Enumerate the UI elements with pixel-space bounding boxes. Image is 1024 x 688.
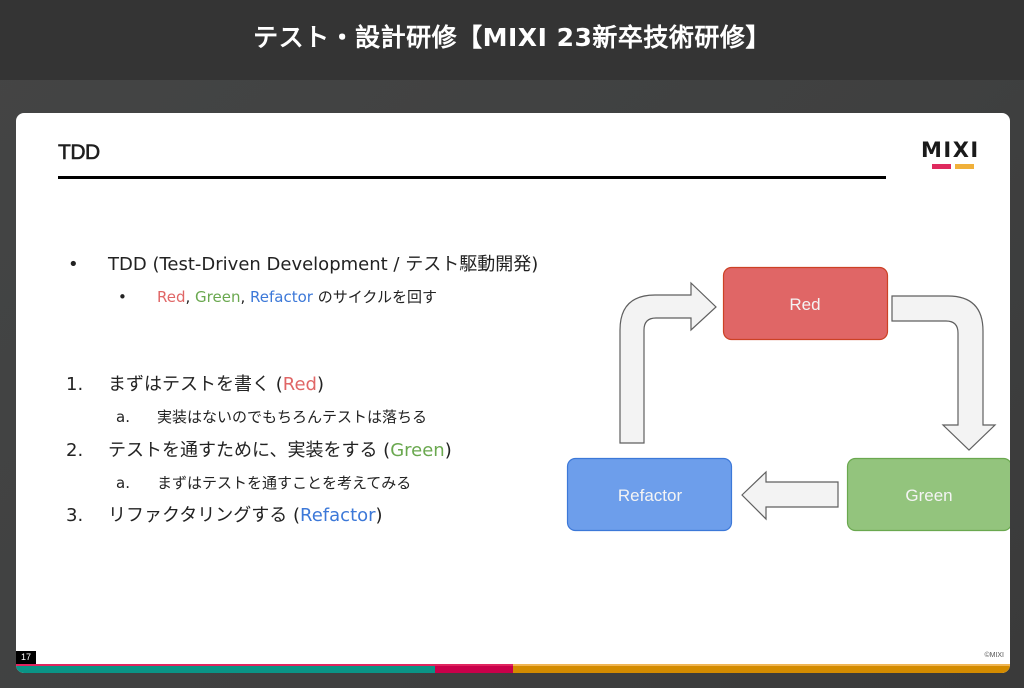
- mixi-logo-orange-bar: [955, 164, 974, 169]
- sub-step-letter: a.: [116, 408, 130, 426]
- node-refactor: [566, 457, 733, 532]
- node-green-label: Green: [905, 486, 952, 505]
- step-number: 1.: [66, 374, 84, 395]
- step-text: リファクタリングする (Refactor): [108, 504, 383, 528]
- node-refactor-label: Refactor: [618, 486, 683, 505]
- sub-step-letter: a.: [116, 474, 130, 492]
- text-rest: のサイクルを回す: [312, 288, 437, 306]
- slide-title: TDD: [58, 141, 101, 165]
- arrow-green-to-refactor: [741, 470, 839, 521]
- node-red-label: Red: [789, 295, 820, 314]
- copyright: ©MIXI: [984, 652, 1004, 659]
- footer-teal-band: [16, 666, 435, 673]
- text-separator: ,: [185, 288, 196, 306]
- mixi-logo-pink-bar: [932, 164, 951, 169]
- step-text-main: リファクタリングする (: [108, 505, 301, 526]
- text-red: Red: [282, 374, 317, 395]
- text-green: Green: [195, 288, 241, 306]
- text-red: Red: [157, 288, 186, 306]
- bent-arrow-refactor-to-red: [619, 281, 717, 444]
- deck-title: テスト・設計研修【MIXI 23新卒技術研修】: [253, 23, 771, 52]
- mixi-logo: MIXI: [921, 138, 980, 162]
- title-underline: [58, 176, 886, 179]
- bullet-marker: •: [118, 288, 127, 306]
- bullet-text: TDD (Test-Driven Development / テスト駆動開発): [108, 254, 539, 275]
- sub-step-text: まずはテストを通すことを考えてみる: [157, 474, 412, 492]
- footer-orange-band: [513, 666, 1010, 673]
- text-close-paren: ): [316, 374, 324, 395]
- slide-page-number: 17: [16, 651, 36, 664]
- footer-crimson-band: [435, 666, 513, 673]
- step-text: まずはテストを書く (Red): [108, 373, 324, 397]
- text-close-paren: ): [375, 505, 383, 526]
- bent-arrow-red-to-green: [891, 295, 997, 451]
- page-header: テスト・設計研修【MIXI 23新卒技術研修】: [0, 0, 1024, 80]
- footer-pink-line: [16, 664, 513, 666]
- node-green: [846, 457, 1010, 532]
- step-text-main: まずはテストを書く (: [108, 374, 283, 395]
- slide: TDD MIXI • TDD (Test-Driven Development …: [16, 113, 1010, 673]
- footer-orange-line: [513, 664, 1010, 666]
- text-separator: ,: [240, 288, 251, 306]
- sub-step-text: 実装はないのでもちろんテストは落ちる: [157, 408, 428, 426]
- step-text-main: テストを通すために、実装をする (: [108, 440, 391, 461]
- step-number: 3.: [66, 505, 84, 526]
- text-refactor: Refactor: [300, 505, 376, 526]
- tdd-cycle-diagram: Red Refactor Green: [566, 266, 1010, 532]
- step-number: 2.: [66, 440, 84, 461]
- sub-bullet-text: Red, Green, Refactor のサイクルを回す: [157, 287, 437, 307]
- bullet-marker: •: [68, 254, 79, 275]
- node-red: [722, 266, 889, 341]
- text-refactor: Refactor: [250, 288, 313, 306]
- text-green: Green: [390, 440, 445, 461]
- text-close-paren: ): [444, 440, 452, 461]
- step-text: テストを通すために、実装をする (Green): [108, 439, 452, 463]
